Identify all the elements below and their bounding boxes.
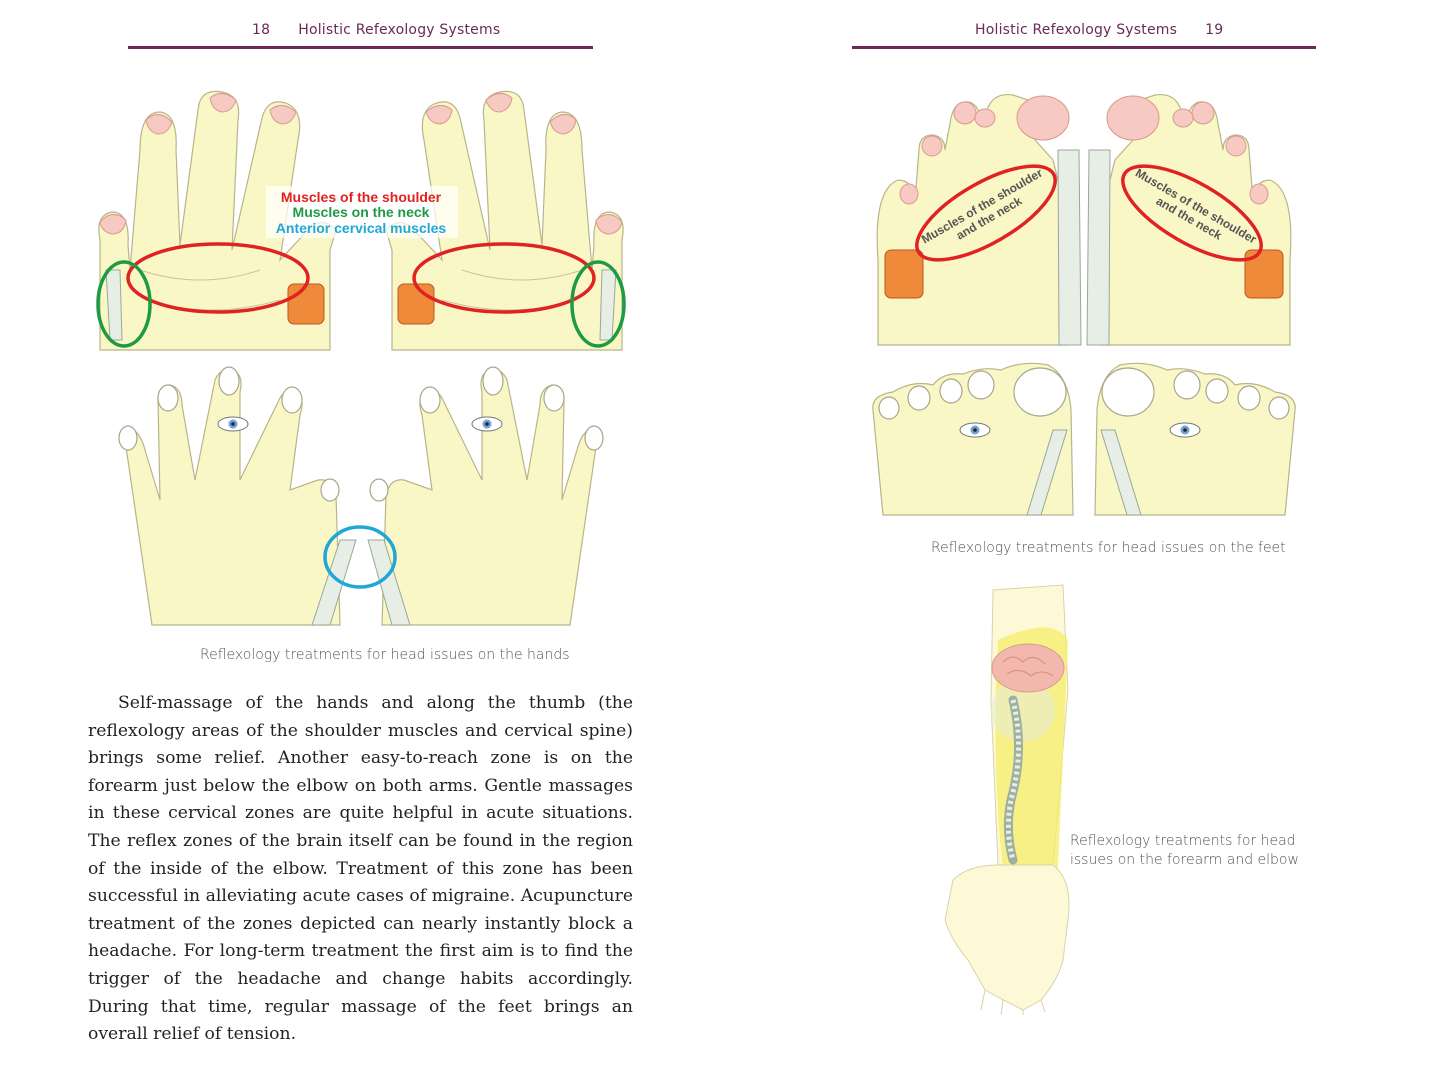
header-rule xyxy=(128,46,593,49)
neck-zone-left xyxy=(96,260,152,348)
forearm-illustration xyxy=(944,584,1070,1016)
caption-forearm-line2: issues on the forearm and elbow xyxy=(1070,852,1299,868)
label-shoulder-muscles: Muscles of the shoulder xyxy=(281,189,442,205)
neck-zone-right xyxy=(570,260,626,348)
label-cervical-muscles: Anterior cervical muscles xyxy=(276,220,447,236)
running-title: Holistic Refexology Systems xyxy=(298,22,501,38)
hands-palm-illustration: Muscles of the shoulder Muscles on the n… xyxy=(96,90,626,626)
left-foot-top xyxy=(872,362,1074,516)
left-hand-back xyxy=(118,366,341,626)
page-number: 19 xyxy=(1205,22,1224,38)
left-page: 18 Holistic Refexology Systems xyxy=(0,0,722,1083)
left-foot-sole xyxy=(876,93,1070,346)
cervical-zone-hands xyxy=(323,525,397,589)
label-neck-muscles: Muscles on the neck xyxy=(293,204,430,220)
right-foot-sole xyxy=(1099,93,1292,346)
left-palm xyxy=(98,90,337,351)
caption-hands: Reflexology treatments for head issues o… xyxy=(200,647,570,663)
page-number: 18 xyxy=(252,22,271,38)
right-hand-back xyxy=(369,366,604,626)
feet-illustration: Muscles of the shoulder and the neck Mus… xyxy=(872,93,1296,516)
brain-icon xyxy=(991,643,1065,693)
header-rule xyxy=(852,46,1316,49)
caption-forearm: Reflexology treatments for head issues o… xyxy=(1070,832,1299,870)
running-head-left: 18 Holistic Refexology Systems xyxy=(252,22,500,38)
running-head-right: Holistic Refexology Systems 19 xyxy=(975,22,1223,38)
running-title: Holistic Refexology Systems xyxy=(975,22,1178,38)
body-paragraph: Self-massage of the hands and along the … xyxy=(88,693,633,1045)
shoulder-zone-left xyxy=(126,242,310,314)
shoulder-neck-zone-right xyxy=(1121,164,1263,262)
caption-forearm-line1: Reflexology treatments for head xyxy=(1070,833,1296,849)
right-foot-top xyxy=(1094,362,1296,516)
shoulder-neck-zone-left xyxy=(915,164,1057,262)
shoulder-zone-right xyxy=(412,242,596,314)
caption-feet: Reflexology treatments for head issues o… xyxy=(931,540,1286,556)
